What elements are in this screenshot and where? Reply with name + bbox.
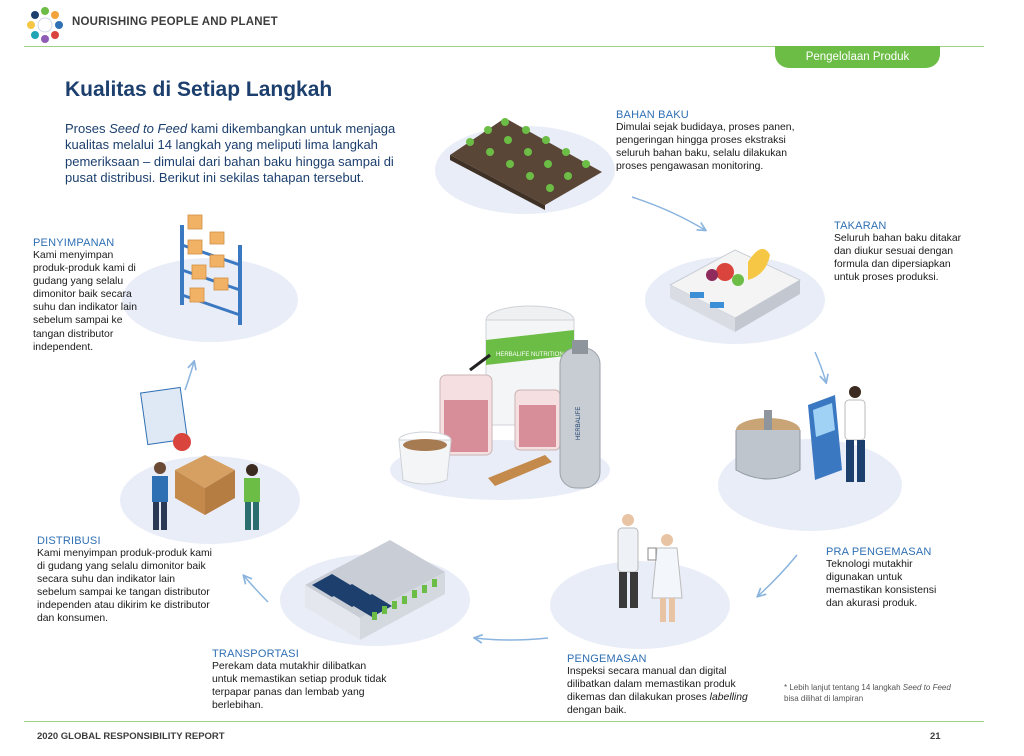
step-description: Dimulai sejak budidaya, proses panen, pe… [616, 122, 795, 173]
mixer-illustration [735, 386, 866, 482]
step-label: TAKARAN [834, 220, 887, 232]
inspection-workers-illustration [617, 514, 683, 622]
footnote: * Lebih lanjut tentang 14 langkah Seed t… [784, 683, 951, 703]
arrow-2 [814, 351, 826, 382]
step-bahan-baku: BAHAN BAKU Dimulai sejak budidaya, prose… [616, 109, 816, 173]
scale-illustration [668, 248, 802, 332]
distribution-illustration [140, 386, 260, 530]
platform-penyimpanan [122, 258, 298, 342]
step-penyimpanan: PENYIMPANAN Kami menyimpan produk-produk… [33, 237, 138, 354]
step-pra-pengemasan: PRA PENGEMASAN Teknologi mutakhir diguna… [826, 546, 956, 610]
step-label: TRANSPORTASI [212, 648, 299, 660]
arrow-1 [631, 196, 705, 230]
section-tab[interactable]: Pengelolaan Produk [775, 46, 940, 68]
step-label: PENGEMASAN [567, 653, 647, 665]
platform-pengemasan [550, 561, 730, 649]
storage-rack-illustration [180, 214, 242, 325]
arrow-4 [475, 638, 549, 640]
step-label: BAHAN BAKU [616, 109, 689, 121]
footer-divider [24, 721, 984, 722]
page-title: Kualitas di Setiap Langkah [65, 78, 333, 101]
header-title: NOURISHING PEOPLE AND PLANET [72, 16, 278, 28]
page-number: 21 [930, 731, 941, 742]
step-description: Seluruh bahan baku ditakar dan diukur se… [834, 233, 962, 284]
footer-report-title: 2020 GLOBAL RESPONSIBILITY REPORT [37, 731, 225, 742]
step-description: Kami menyimpan produk-produk kami di gud… [33, 250, 137, 353]
step-distribusi: DISTRIBUSI Kami menyimpan produk-produk … [37, 535, 212, 626]
step-description: Perekam data mutakhir dilibatkan untuk m… [212, 661, 387, 712]
bottle-brand-label: HERBALIFE [576, 407, 582, 440]
arrow-5 [244, 576, 269, 603]
header-divider [24, 46, 984, 47]
herbalife-products-illustration: HERBALIFE NUTRITION HERBALIFE [390, 305, 610, 500]
product-brand-label: HERBALIFE NUTRITION [496, 352, 564, 358]
step-description: Inspeksi secara manual dan digital dilib… [567, 666, 748, 717]
step-label: PRA PENGEMASAN [826, 546, 932, 558]
step-transportasi: TRANSPORTASI Perekam data mutakhir dilib… [212, 648, 392, 712]
step-description: Teknologi mutakhir digunakan untuk memas… [826, 559, 937, 610]
step-label: DISTRIBUSI [37, 535, 101, 547]
field-illustration [450, 118, 602, 210]
arrow-6 [184, 362, 194, 391]
arrow-3 [758, 554, 798, 596]
intro-paragraph: Proses Seed to Feed kami dikembangkan un… [65, 121, 396, 185]
step-pengemasan: PENGEMASAN Inspeksi secara manual dan di… [567, 653, 762, 717]
step-takaran: TAKARAN Seluruh bahan baku ditakar dan d… [834, 220, 974, 284]
step-description: Kami menyimpan produk-produk kami di gud… [37, 548, 212, 625]
step-label: PENYIMPANAN [33, 237, 115, 249]
logo-icon [26, 6, 64, 44]
warehouse-illustration [305, 540, 445, 640]
